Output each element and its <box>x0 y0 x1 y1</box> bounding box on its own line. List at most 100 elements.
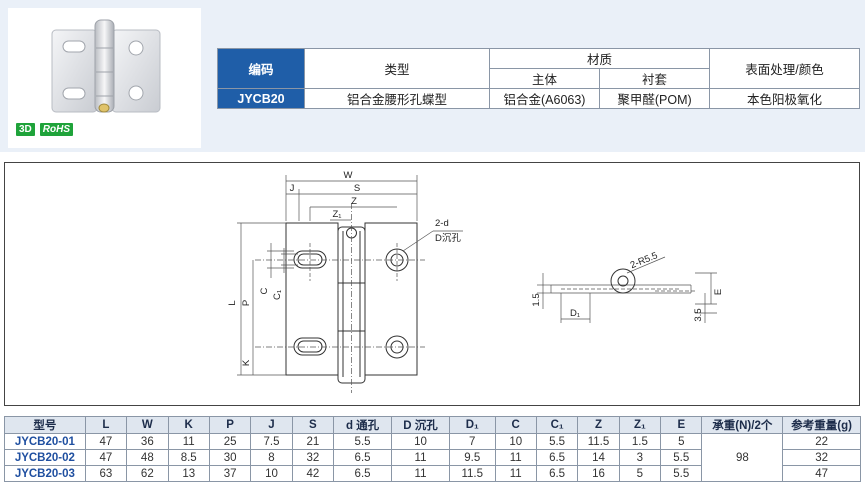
spec-header-cell: 型号 <box>4 416 86 434</box>
spec-header-cell: K <box>167 416 210 434</box>
sleeve-material-value: 聚甲醛(POM) <box>599 88 710 109</box>
spec-value-cell: 8.5 <box>167 449 210 466</box>
spec-value-cell: 11 <box>391 449 450 466</box>
dim-c1: C₁ <box>272 290 283 300</box>
spec-value-cell: 30 <box>208 449 252 466</box>
spec-value-cell: 11 <box>167 433 210 450</box>
side-view-barrel <box>610 268 636 294</box>
spec-header-cell: W <box>126 416 169 434</box>
dim-j: J <box>290 183 295 194</box>
spec-header-cell: P <box>208 416 252 434</box>
model-number-cell[interactable]: JYCB20-03 <box>4 465 86 482</box>
spec-header-cell: C <box>494 416 537 434</box>
spec-value-cell: 13 <box>167 465 210 482</box>
spec-header-cell: 承重(N)/2个 <box>701 416 784 434</box>
drawing-canvas: W J S Z Z₁ 2-d D沉孔 L P C C₁ K 2-R5.5 1.5… <box>227 170 724 393</box>
model-number-cell[interactable]: JYCB20-01 <box>4 433 86 450</box>
sleeve-material-header: 衬套 <box>599 68 710 89</box>
dim-z1: Z₁ <box>332 209 341 220</box>
code-header: 编码 <box>217 48 305 89</box>
spec-value-cell: 11 <box>494 449 537 466</box>
product-header: 3D RoHS 编码 类型 材质 表面处理/颜色 主体 衬套 JYCB20 铝合… <box>0 0 865 152</box>
spec-value-cell: 11.5 <box>577 433 620 450</box>
spec-value-cell: 6.5 <box>333 449 393 466</box>
spec-value-cell: 8 <box>250 449 293 466</box>
spec-value-cell: 48 <box>126 449 169 466</box>
spec-value-cell: 5 <box>618 465 662 482</box>
badge-group: 3D RoHS <box>16 123 74 136</box>
spec-header-cell: D₁ <box>448 416 496 434</box>
spec-value-cell: 14 <box>577 449 620 466</box>
spec-value-cell: 5.5 <box>333 433 393 450</box>
dim-z: Z <box>351 196 357 207</box>
load-capacity-cell: 98 <box>701 433 784 482</box>
slot-hole-bottom <box>293 337 327 356</box>
rohs-badge: RoHS <box>39 123 74 136</box>
spec-value-cell: 5 <box>660 433 703 450</box>
spec-value-cell: 1.5 <box>618 433 662 450</box>
dim-s: S <box>354 183 360 194</box>
dim-w: W <box>344 170 353 181</box>
dim-c: C <box>259 287 270 294</box>
spec-header-cell: C₁ <box>535 416 579 434</box>
dim-e: E <box>713 289 724 295</box>
spec-header-cell: 参考重量(g) <box>782 416 861 434</box>
model-number-cell[interactable]: JYCB20-02 <box>4 449 86 466</box>
spec-value-cell: 11.5 <box>448 465 496 482</box>
right-plate <box>364 222 418 376</box>
spec-value-cell: 7.5 <box>250 433 293 450</box>
spec-value-cell: 36 <box>126 433 169 450</box>
spec-header-cell: d 通孔 <box>333 416 393 434</box>
dim-3-5: 3.5 <box>693 308 704 321</box>
spec-value-cell: 47 <box>84 433 128 450</box>
radius-label: 2-R5.5 <box>629 250 660 271</box>
spec-value-cell: 42 <box>291 465 335 482</box>
spec-value-cell: 9.5 <box>448 449 496 466</box>
3d-model-badge[interactable]: 3D <box>16 123 35 136</box>
spec-header-cell: D 沉孔 <box>391 416 450 434</box>
spec-header-cell: Z₁ <box>618 416 662 434</box>
spec-value-cell: 10 <box>391 433 450 450</box>
spec-value-cell: 7 <box>448 433 496 450</box>
spec-header-cell: L <box>84 416 128 434</box>
spec-value-cell: 11 <box>391 465 450 482</box>
surface-value: 本色阳极氧化 <box>709 88 860 109</box>
countersunk-hole-bottom <box>385 335 409 359</box>
spec-value-cell: 5.5 <box>535 433 579 450</box>
spec-value-cell: 21 <box>291 433 335 450</box>
spec-value-cell: 6.5 <box>535 449 579 466</box>
spec-value-cell: 47 <box>782 465 861 482</box>
material-table: 编码 类型 材质 表面处理/颜色 主体 衬套 JYCB20 铝合金腰形孔蝶型 铝… <box>217 48 860 109</box>
spec-value-cell: 63 <box>84 465 128 482</box>
spec-value-cell: 32 <box>782 449 861 466</box>
spec-value-cell: 10 <box>250 465 293 482</box>
hole-spec-label: 2-d <box>435 218 449 229</box>
dim-l: L <box>227 300 238 305</box>
spec-value-cell: 47 <box>84 449 128 466</box>
spec-value-cell: 5.5 <box>660 449 703 466</box>
spec-value-cell: 16 <box>577 465 620 482</box>
surface-header: 表面处理/颜色 <box>709 48 860 89</box>
spec-header-cell: E <box>660 416 703 434</box>
spec-header-cell: Z <box>577 416 620 434</box>
spec-value-cell: 37 <box>208 465 252 482</box>
main-material-value: 铝合金(A6063) <box>489 88 600 109</box>
code-value: JYCB20 <box>217 88 305 109</box>
spec-value-cell: 11 <box>494 465 537 482</box>
technical-drawing: W J S Z Z₁ 2-d D沉孔 L P C C₁ K 2-R5.5 1.5… <box>4 162 860 406</box>
dim-p: P <box>241 300 252 306</box>
dim-k: K <box>241 359 252 366</box>
spec-value-cell: 10 <box>494 433 537 450</box>
type-value: 铝合金腰形孔蝶型 <box>304 88 490 109</box>
hole-spec-sub: D沉孔 <box>435 233 461 244</box>
spec-header-cell: S <box>291 416 335 434</box>
spec-value-cell: 5.5 <box>660 465 703 482</box>
spec-value-cell: 3 <box>618 449 662 466</box>
main-material-header: 主体 <box>489 68 600 89</box>
